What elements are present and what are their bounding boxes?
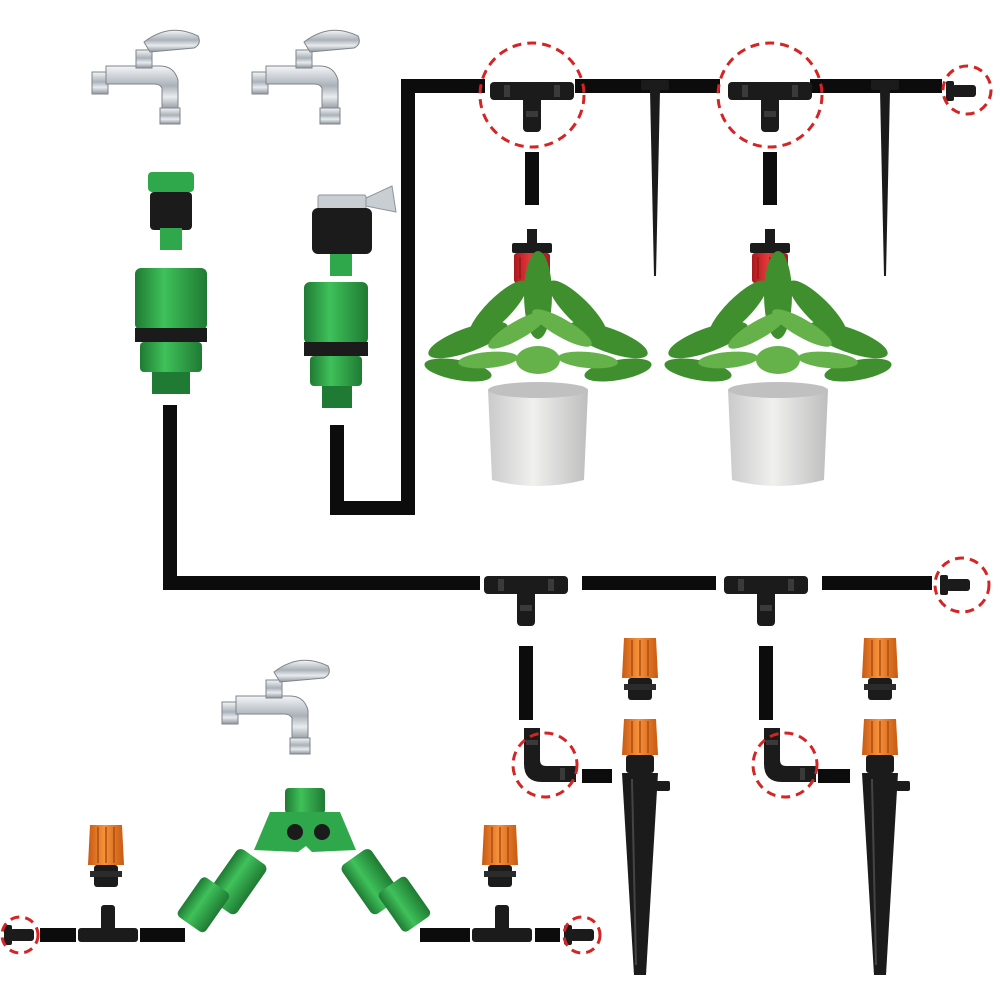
sprinkler-icon (482, 825, 518, 887)
end-plug-icon (946, 81, 976, 101)
sprinkler-icon (862, 638, 898, 700)
tap-adapter-icon (304, 186, 396, 408)
tee-icon (728, 82, 812, 132)
y-splitter-icon (176, 788, 432, 934)
sprinkler-icon (622, 719, 670, 975)
faucet-icon (92, 30, 199, 124)
stake-icon (641, 80, 669, 276)
faucet-icon (222, 660, 329, 754)
faucet-icon (252, 30, 359, 124)
tee-icon (490, 82, 574, 132)
sprinkler-icon (622, 638, 658, 700)
tee-icon (724, 576, 808, 626)
highlight-circle (513, 733, 577, 797)
tee-icon (78, 905, 138, 942)
end-plug-icon (940, 575, 970, 595)
end-plug-icon (564, 925, 594, 945)
stake-icon (871, 80, 899, 276)
highlight-circle (753, 733, 817, 797)
plant-icon (663, 251, 893, 486)
tee-icon (472, 905, 532, 942)
tee-icon (484, 576, 568, 626)
hose-connector-icon (135, 172, 207, 394)
sprinkler-icon (88, 825, 124, 887)
plant-icon (423, 251, 653, 486)
end-plug-icon (4, 925, 34, 945)
sprinkler-icon (862, 719, 910, 975)
